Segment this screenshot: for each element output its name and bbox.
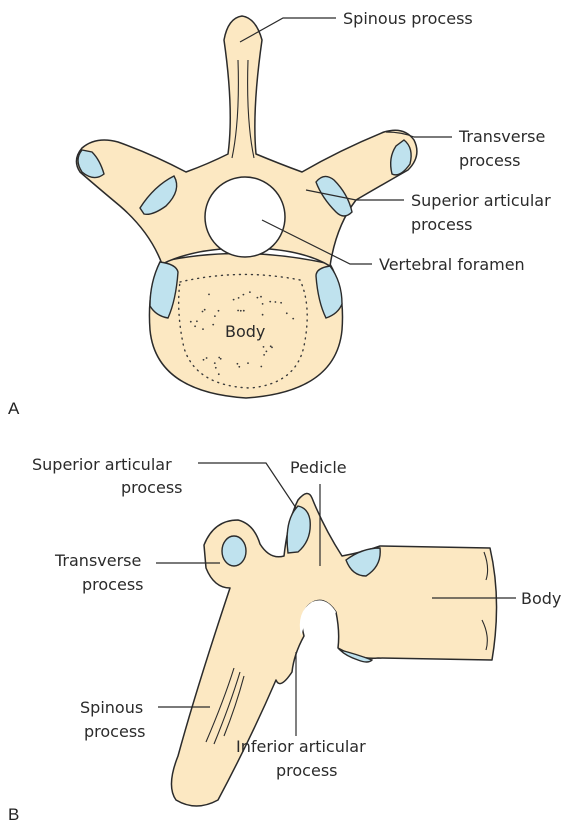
stipple-dot xyxy=(214,315,216,317)
stipple-dot xyxy=(202,311,204,313)
stipple-dot xyxy=(215,367,217,369)
stipple-dot xyxy=(249,291,251,293)
label-pedicle-b: Pedicle xyxy=(290,458,347,477)
stipple-dot xyxy=(286,312,288,314)
stipple-dot xyxy=(280,302,282,304)
stipple-dot xyxy=(220,358,222,360)
panel-letter-a: A xyxy=(8,399,20,418)
stipple-dot xyxy=(263,346,265,348)
label-transverse-process-a-1: Transverse xyxy=(458,127,545,146)
label-superior-articular-b-2: process xyxy=(121,478,182,497)
stipple-dot xyxy=(218,373,220,375)
stipple-dot xyxy=(262,314,264,316)
stipple-dot xyxy=(262,303,264,305)
stipple-dot xyxy=(237,310,239,312)
stipple-dot xyxy=(238,366,240,368)
stipple-dot xyxy=(190,321,192,323)
vertebra-lateral-b xyxy=(171,493,496,806)
stipple-dot xyxy=(292,318,294,320)
stipple-dot xyxy=(257,297,259,299)
label-spinous-process-a: Spinous process xyxy=(343,9,473,28)
stipple-dot xyxy=(269,301,271,303)
stipple-dot xyxy=(275,301,277,303)
label-inferior-articular-b-1: Inferior articular xyxy=(236,737,366,756)
stipple-dot xyxy=(203,359,205,361)
stipple-dot xyxy=(214,362,216,364)
stipple-dot xyxy=(204,309,206,311)
stipple-dot xyxy=(218,310,220,312)
label-inferior-articular-b-2: process xyxy=(276,761,337,780)
label-transverse-process-a-2: process xyxy=(459,151,520,170)
panel-letter-b: B xyxy=(8,805,19,824)
stipple-dot xyxy=(247,362,249,364)
label-body-a: Body xyxy=(225,322,265,341)
label-spinous-process-b-1: Spinous xyxy=(80,698,143,717)
label-body-b: Body xyxy=(521,589,561,608)
stipple-dot xyxy=(202,328,204,330)
stipple-dot xyxy=(243,294,245,296)
transverse-facet-b xyxy=(222,536,246,566)
vertebral-foramen-a xyxy=(205,177,285,257)
stipple-dot xyxy=(237,363,239,365)
stipple-dot xyxy=(208,294,210,296)
label-superior-articular-a-2: process xyxy=(411,215,472,234)
stipple-dot xyxy=(263,354,265,356)
label-superior-articular-b-1: Superior articular xyxy=(32,455,172,474)
stipple-dot xyxy=(260,366,262,368)
stipple-dot xyxy=(233,299,235,301)
panel-a: Spinous process Transverse process Super… xyxy=(8,9,551,418)
stipple-dot xyxy=(206,357,208,359)
stipple-dot xyxy=(212,324,214,326)
panel-b: Superior articular process Pedicle Trans… xyxy=(8,455,561,824)
label-spinous-process-b-2: process xyxy=(84,722,145,741)
label-transverse-process-b-1: Transverse xyxy=(54,551,141,570)
stipple-dot xyxy=(243,310,245,312)
leader-superior-articular-b xyxy=(198,463,296,508)
stipple-dot xyxy=(238,297,240,299)
stipple-dot xyxy=(196,320,198,322)
stipple-dot xyxy=(270,345,272,347)
stipple-dot xyxy=(260,296,262,298)
stipple-dot xyxy=(240,310,242,312)
stipple-dot xyxy=(194,325,196,327)
stipple-dot xyxy=(218,357,220,359)
label-transverse-process-b-2: process xyxy=(82,575,143,594)
label-vertebral-foramen-a: Vertebral foramen xyxy=(379,255,525,274)
stipple-dot xyxy=(266,351,268,353)
label-superior-articular-a-1: Superior articular xyxy=(411,191,551,210)
